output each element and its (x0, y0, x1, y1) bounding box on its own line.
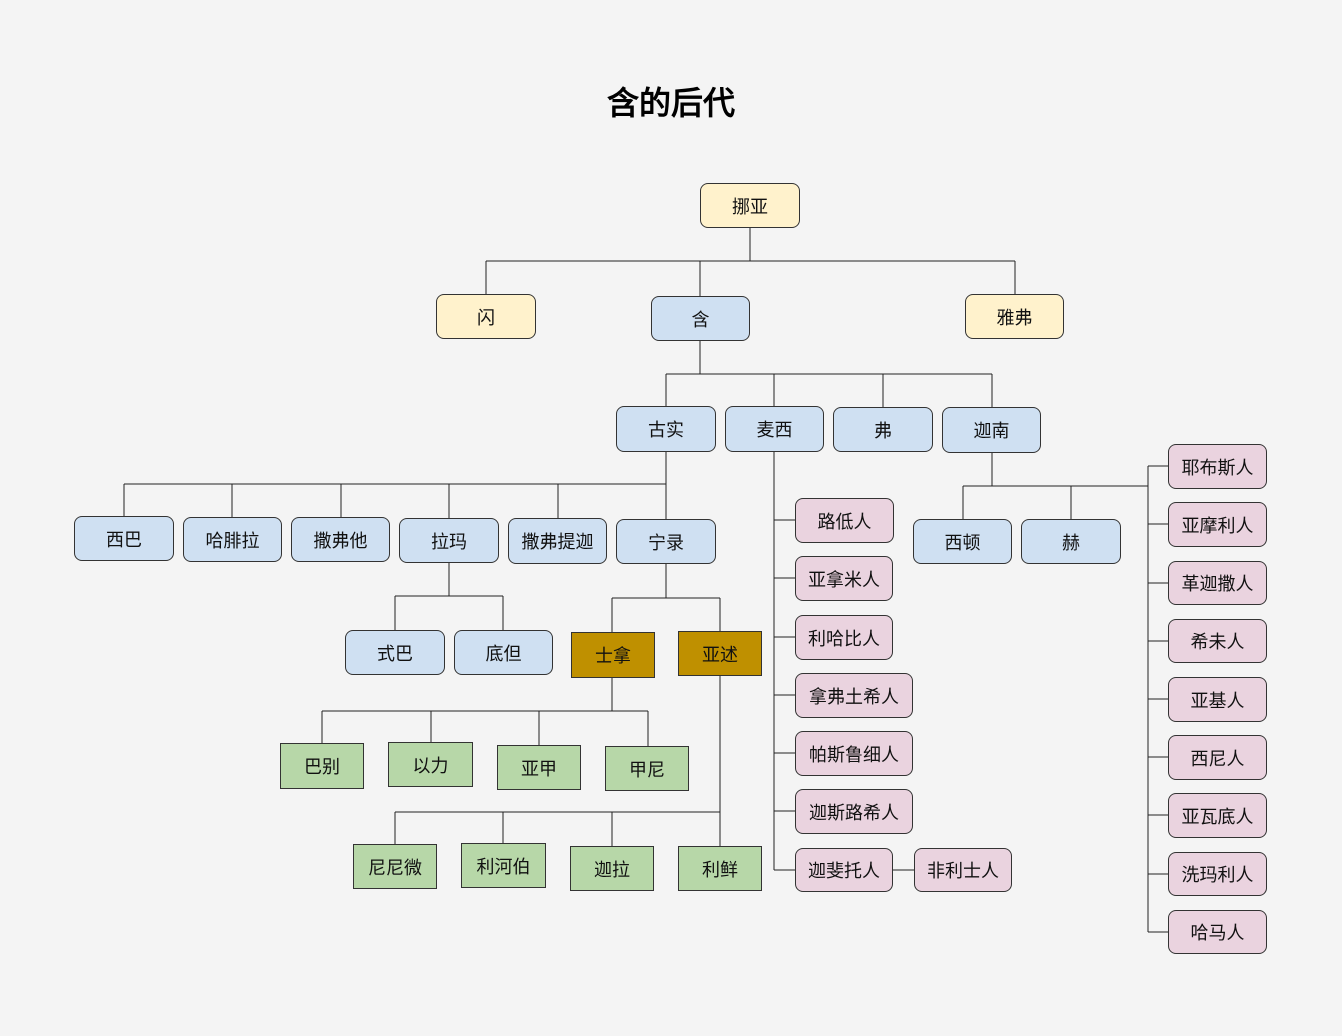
node-dedan: 底但 (454, 630, 553, 675)
node-sinite: 西尼人 (1168, 735, 1267, 780)
node-zemarite: 洗玛利人 (1168, 852, 1267, 896)
node-ludim: 路低人 (795, 498, 894, 543)
node-cush: 古实 (616, 406, 716, 452)
page-title: 含的后代 (606, 84, 735, 122)
node-sidon: 西顿 (913, 519, 1012, 564)
node-arkite: 亚基人 (1168, 677, 1267, 722)
node-lehabim: 利哈比人 (795, 615, 893, 660)
node-ham: 含 (651, 296, 750, 341)
node-rehoboth: 利河伯 (461, 843, 546, 888)
node-shem: 闪 (436, 294, 536, 339)
node-shinar: 士拿 (571, 632, 655, 678)
node-noah: 挪亚 (700, 183, 800, 228)
node-accad: 亚甲 (497, 745, 581, 790)
node-canaan: 迦南 (942, 407, 1041, 453)
node-casluhim: 迦斯路希人 (795, 789, 913, 834)
node-anamim: 亚拿米人 (795, 556, 893, 601)
node-asshur: 亚述 (678, 631, 762, 676)
node-pathrusim: 帕斯鲁细人 (795, 731, 913, 776)
node-babel: 巴别 (280, 743, 364, 789)
node-philistim: 非利士人 (914, 848, 1012, 892)
node-caphtorim: 迦斐托人 (795, 848, 893, 892)
node-jebusite: 耶布斯人 (1168, 444, 1267, 489)
node-havilah: 哈腓拉 (183, 517, 282, 562)
node-erech: 以力 (388, 742, 473, 787)
node-seba: 西巴 (74, 516, 174, 561)
node-phut: 弗 (833, 407, 933, 452)
node-girgasite: 革迦撒人 (1168, 561, 1267, 605)
node-hamathite: 哈马人 (1168, 910, 1267, 954)
node-calneh: 甲尼 (605, 746, 689, 791)
node-sabtecha: 撒弗提迦 (508, 518, 607, 564)
node-heth: 赫 (1021, 519, 1121, 564)
node-calah: 迦拉 (570, 846, 654, 891)
node-raamah: 拉玛 (399, 518, 499, 563)
node-sabtah: 撒弗他 (291, 517, 390, 562)
node-sheba: 式巴 (345, 630, 445, 675)
node-japheth: 雅弗 (965, 294, 1064, 339)
node-mizraim: 麦西 (725, 406, 824, 452)
node-amorite: 亚摩利人 (1168, 502, 1267, 547)
node-resen: 利鲜 (678, 846, 762, 891)
node-naphtuhim: 拿弗土希人 (795, 673, 913, 718)
node-nimrod: 宁录 (616, 519, 716, 564)
node-arvadite: 亚瓦底人 (1168, 793, 1267, 838)
node-hivite: 希未人 (1168, 619, 1267, 663)
node-nineveh: 尼尼微 (353, 844, 437, 889)
